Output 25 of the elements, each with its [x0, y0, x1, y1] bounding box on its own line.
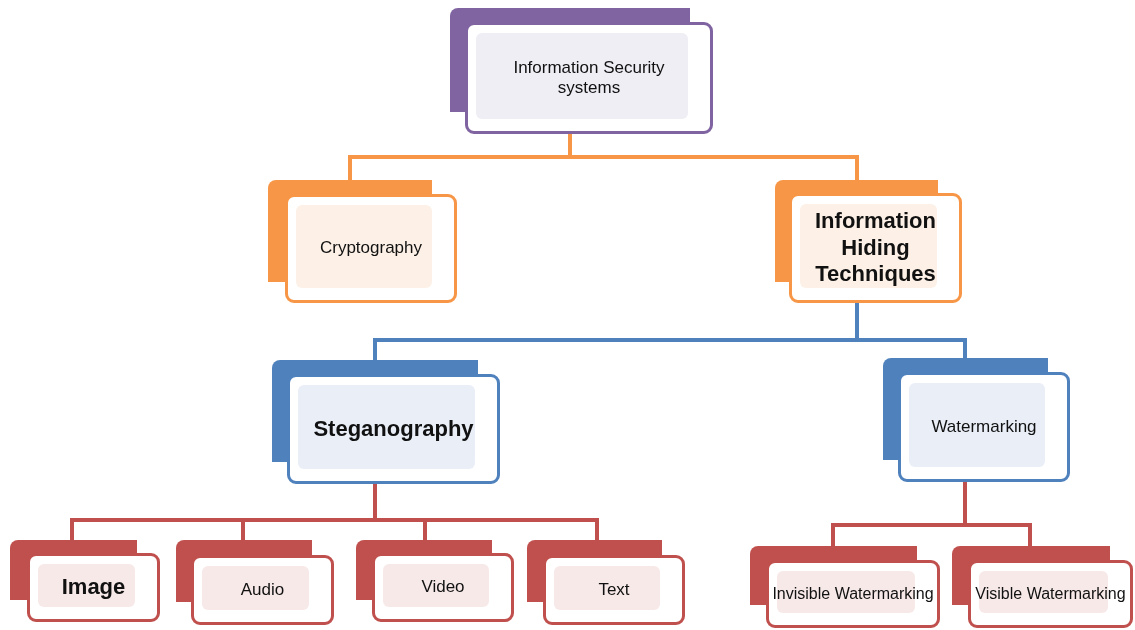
stacked-box [356, 540, 514, 622]
node-label: Visible Watermarking [975, 584, 1126, 604]
connector-line [963, 482, 1032, 546]
node-label: Information Hiding Techniques [814, 208, 937, 288]
stacked-box [883, 358, 1070, 482]
node-label: Audio [240, 579, 285, 601]
node-label: Watermarking [931, 416, 1037, 438]
stacked-box [527, 540, 685, 625]
stacked-box [176, 540, 334, 625]
stacked-box [268, 180, 457, 303]
stacked-box [272, 360, 500, 484]
connector-line [855, 303, 967, 358]
connector-line [373, 484, 599, 540]
stacked-box [450, 8, 713, 134]
node-label: Invisible Watermarking [772, 584, 934, 604]
node-label: Text [598, 579, 630, 601]
node-label: Video [421, 577, 465, 598]
stacked-box [750, 546, 940, 628]
node-label: Image [61, 574, 126, 601]
node-label: Cryptography [319, 238, 423, 259]
node-label: Steganography [313, 415, 474, 443]
stacked-box [952, 546, 1133, 628]
node-label: Information Security systems [512, 57, 666, 99]
stacked-box [775, 180, 962, 303]
stacked-box [10, 540, 160, 622]
